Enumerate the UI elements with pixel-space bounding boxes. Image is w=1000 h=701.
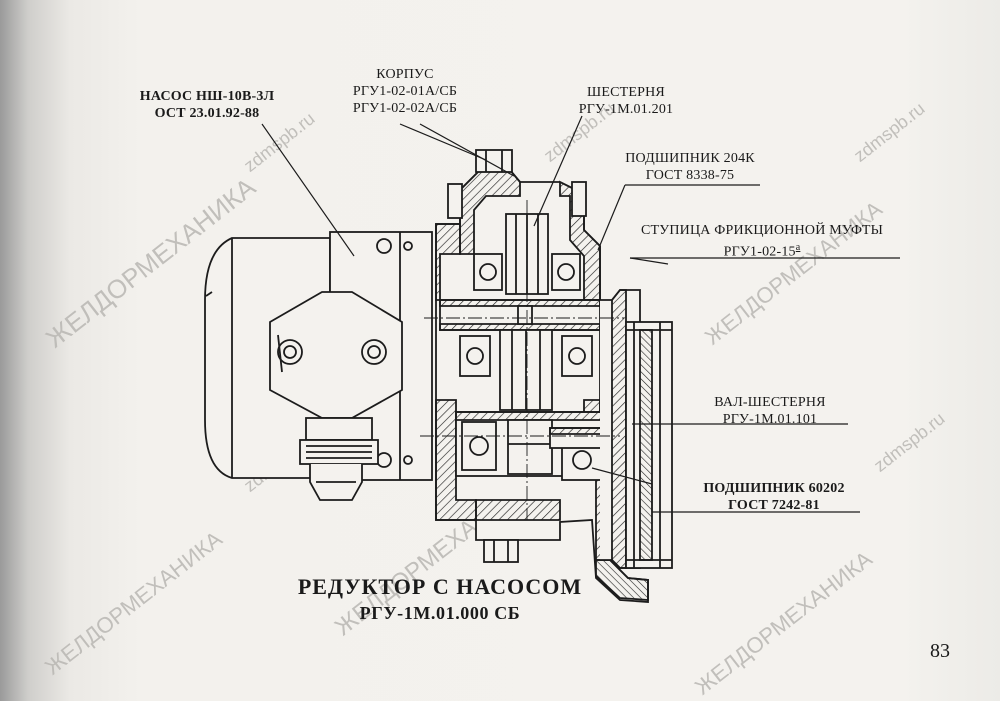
label-clutch-hub-name: СТУПИЦА ФРИКЦИОННОЙ МУФТЫ (640, 223, 884, 238)
page-number: 83 (930, 640, 950, 662)
label-pump: НАСОС НШ-10В-3Л ОСТ 23.01.92-88 (112, 88, 302, 122)
label-housing-name: КОРПУС (376, 67, 434, 82)
label-gear-part: РГУ-1М.01.201 (578, 102, 674, 117)
label-bearing-60202-standard: ГОСТ 7242-81 (728, 498, 820, 513)
label-housing-part1: РГУ1-02-01А/СБ (352, 84, 458, 99)
label-clutch-hub: СТУПИЦА ФРИКЦИОННОЙ МУФТЫ РГУ1-02-15а (612, 222, 912, 261)
label-pump-name: НАСОС НШ-10В-3Л (139, 89, 275, 104)
label-clutch-hub-part: РГУ1-02-15а (612, 239, 912, 261)
leader-lines (261, 115, 900, 513)
drawing-title: РЕДУКТОР С НАСОСОМ РГУ-1М.01.000 СБ (240, 574, 640, 626)
drawing-title-code: РГУ-1М.01.000 СБ (359, 603, 521, 623)
label-gear-shaft: ВАЛ-ШЕСТЕРНЯ РГУ-1М.01.101 (690, 394, 850, 428)
label-clutch-hub-superscript: а (795, 242, 801, 253)
label-housing: КОРПУС РГУ1-02-01А/СБ РГУ1-02-02А/СБ (330, 66, 480, 117)
label-bearing-204k-standard: ГОСТ 8338-75 (645, 168, 735, 183)
label-gear-shaft-name: ВАЛ-ШЕСТЕРНЯ (714, 395, 826, 410)
clutch-hub (600, 289, 673, 569)
label-gear: ШЕСТЕРНЯ РГУ-1М.01.201 (546, 84, 706, 118)
label-gear-name: ШЕСТЕРНЯ (587, 85, 665, 100)
label-clutch-hub-part-number: РГУ1-02-15 (723, 244, 796, 260)
label-bearing-204k: ПОДШИПНИК 204К ГОСТ 8338-75 (610, 150, 770, 184)
drawing-title-name: РЕДУКТОР С НАСОСОМ (297, 574, 583, 599)
label-bearing-60202: ПОДШИПНИК 60202 ГОСТ 7242-81 (684, 480, 864, 514)
label-bearing-60202-name: ПОДШИПНИК 60202 (703, 481, 845, 496)
pump-body (204, 231, 433, 501)
label-bearing-204k-name: ПОДШИПНИК 204К (625, 151, 755, 166)
label-housing-part2: РГУ1-02-02А/СБ (352, 101, 458, 116)
label-pump-standard: ОСТ 23.01.92-88 (154, 106, 260, 121)
label-gear-shaft-part: РГУ-1М.01.101 (722, 412, 818, 427)
